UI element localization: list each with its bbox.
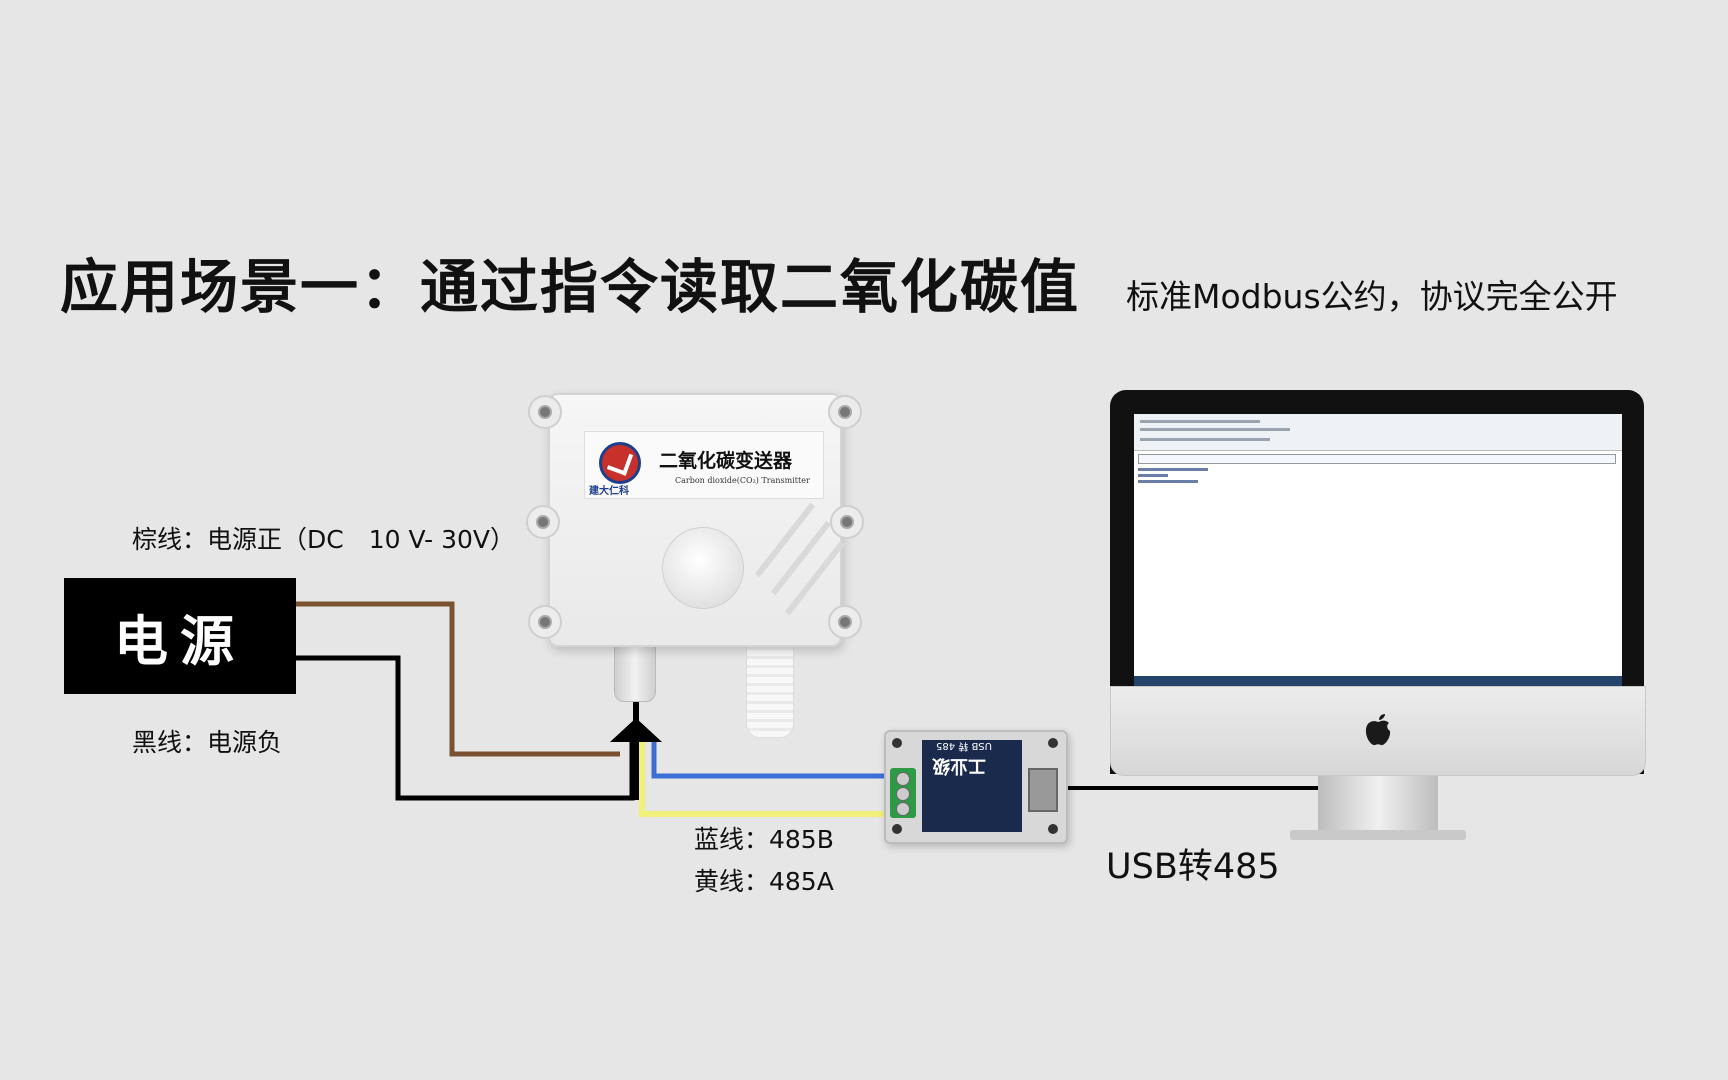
power-supply-box: 电源 (64, 578, 296, 694)
mount-ear (830, 505, 864, 539)
mount-hole (1048, 824, 1058, 834)
mount-hole (892, 738, 902, 748)
terminal-screw (896, 802, 910, 816)
monitor-foot (1290, 830, 1466, 840)
mount-hole (892, 824, 902, 834)
sensor-window (662, 527, 744, 609)
page-title: 应用场景一：通过指令读取二氧化碳值 (60, 253, 1081, 321)
mount-ear (526, 505, 560, 539)
hex-output-line (1138, 474, 1168, 477)
usb-485-converter: USB 转 485 工业级 (884, 730, 1068, 844)
apple-icon (1365, 714, 1391, 746)
mount-hole (1048, 738, 1058, 748)
mount-ear (528, 395, 562, 429)
monitor-stand (1318, 774, 1438, 834)
usb-converter-caption: USB转485 (1106, 847, 1280, 887)
cable-gland (614, 640, 656, 702)
mount-ear (528, 605, 562, 639)
protocol-note: 标准Modbus公约，协议完全公开 (1126, 277, 1618, 316)
converter-label: USB 转 485 工业级 (922, 740, 1022, 832)
terminal-block (890, 768, 916, 818)
brown-wire (296, 601, 620, 757)
vent-slot (770, 520, 832, 596)
toolbar-line (1140, 438, 1270, 441)
brand-name: 建大仁科 (589, 486, 629, 497)
terminal-screw (896, 772, 910, 786)
monitor-chin (1110, 686, 1646, 776)
toolbar-line (1140, 428, 1290, 431)
hex-output-line (1138, 468, 1208, 471)
brown-wire-label: 棕线：电源正（DC 10 V- 30V） (132, 525, 515, 554)
co2-transmitter: 建大仁科 二氧化碳变送器 Carbon dioxide(CO₂) Transmi… (526, 393, 864, 647)
usb-port-icon (1028, 768, 1058, 812)
device-name-en: Carbon dioxide(CO₂) Transmitter (675, 476, 810, 485)
yellow-wire-label: 黄线：485A (694, 867, 834, 896)
software-toolbar (1134, 414, 1622, 451)
terminal-screw (896, 787, 910, 801)
vent-slot (784, 540, 846, 616)
brand-logo-icon (599, 442, 641, 484)
sensor-probe (746, 640, 794, 738)
junction-arrow (610, 718, 662, 742)
taskbar (1134, 676, 1622, 686)
device-name: 二氧化碳变送器 (659, 450, 793, 472)
mount-ear (828, 395, 862, 429)
converter-subtitle: USB 转 485 (936, 740, 992, 751)
black-wire (296, 655, 635, 801)
serial-debug-software-screen (1134, 414, 1622, 686)
mount-ear (828, 605, 862, 639)
blue-wire-label: 蓝线：485B (694, 825, 834, 854)
send-input (1138, 454, 1616, 464)
blue-wire (651, 740, 890, 779)
toolbar-line (1140, 420, 1260, 423)
device-nameplate: 建大仁科 二氧化碳变送器 Carbon dioxide(CO₂) Transmi… (584, 431, 824, 499)
converter-title: 工业级 (932, 755, 986, 776)
hex-output-line (1138, 480, 1198, 483)
yellow-wire (639, 740, 890, 817)
vent-slot (754, 502, 816, 578)
black-wire-label: 黑线：电源负 (132, 728, 283, 757)
